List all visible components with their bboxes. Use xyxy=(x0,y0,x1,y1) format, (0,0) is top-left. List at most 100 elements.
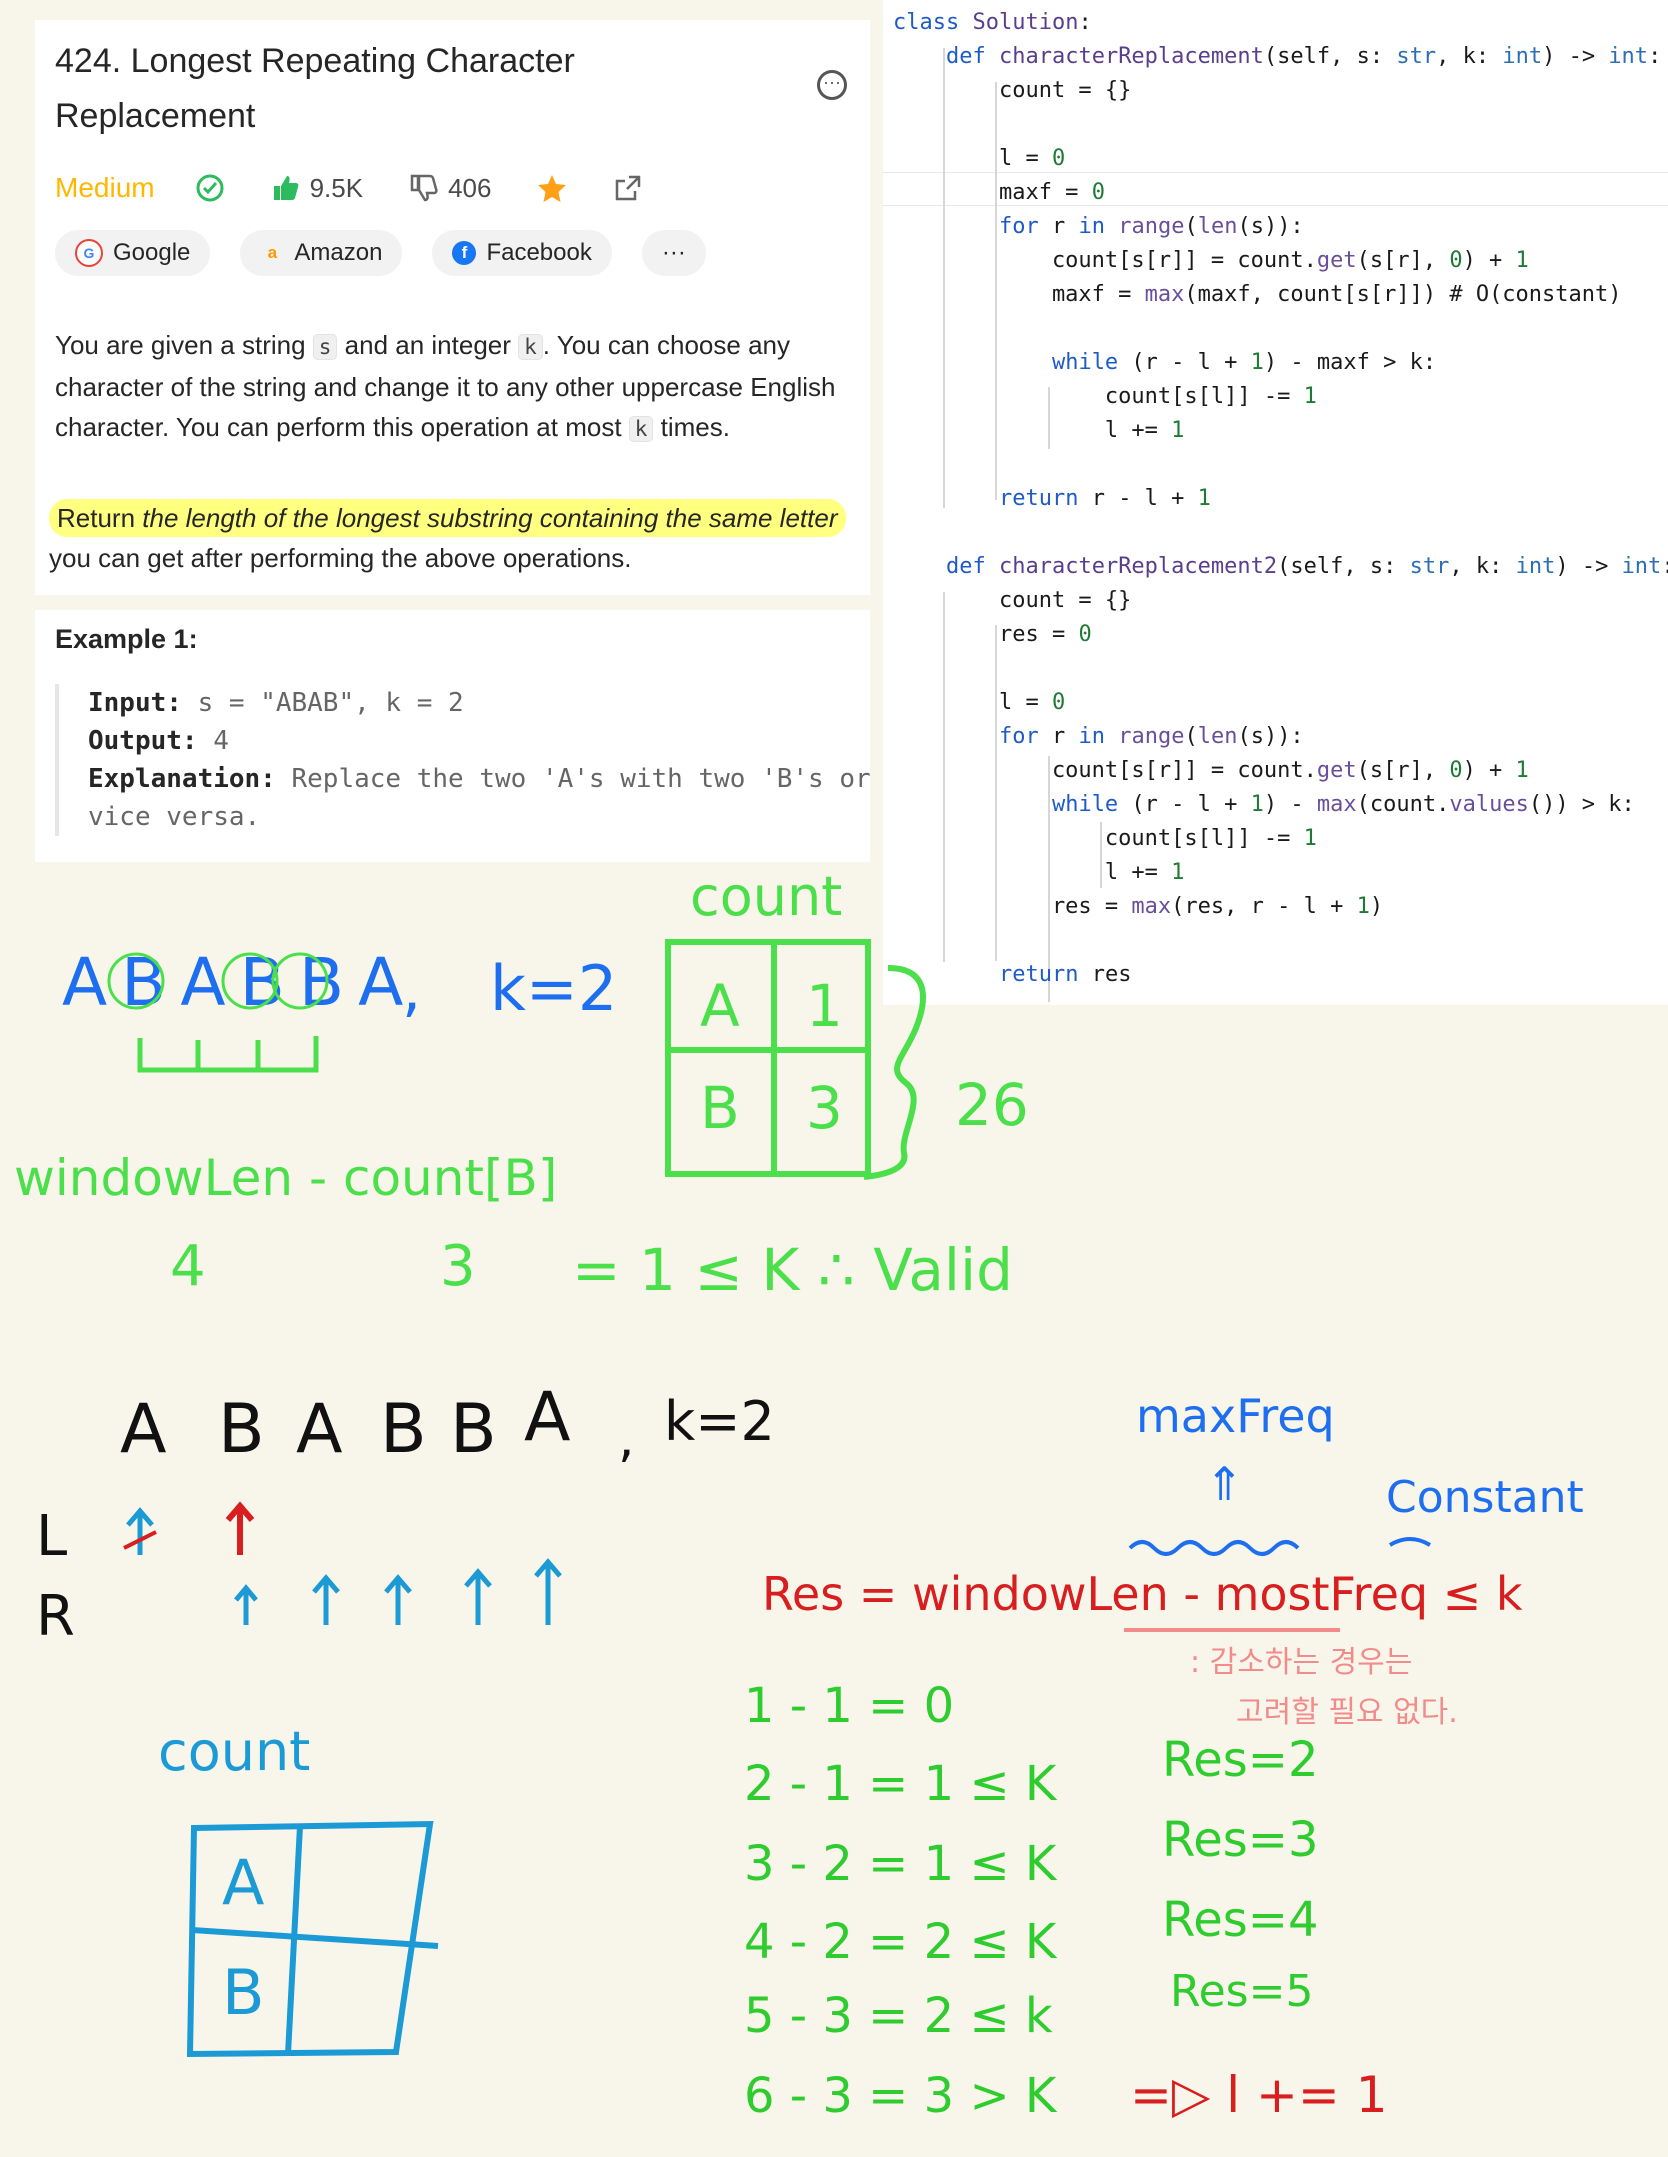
problem-card: 424. Longest Repeating Character Replace… xyxy=(35,20,870,595)
code-line: count[s[l]] -= 1 xyxy=(893,826,1317,851)
table1-val-b: 3 xyxy=(806,1074,843,1142)
res-formula: Res = windowLen - mostFreq ≤ k xyxy=(762,1567,1523,1621)
calc-row: 6 - 3 = 3 > K xyxy=(744,2068,1058,2124)
note-26: 26 xyxy=(955,1071,1029,1139)
code-line: for r in range(len(s)): xyxy=(998,724,1304,749)
window-bracket xyxy=(137,1036,319,1073)
code-line: return res xyxy=(998,962,1132,987)
up-arrow-icon: ⇑ xyxy=(1205,1457,1244,1511)
left-arrow-old xyxy=(126,1507,154,1555)
calc-row: 5 - 3 = 2 ≤ k xyxy=(744,1988,1053,2044)
highlight-circle xyxy=(221,952,279,1010)
code-line: count = {} xyxy=(893,78,1132,103)
return-statement: Return the length of the longest substri… xyxy=(49,498,849,578)
str2-char: A xyxy=(524,1378,571,1457)
table2-key-b: B xyxy=(222,1956,265,2029)
share-icon[interactable] xyxy=(613,173,643,203)
str2-char: B xyxy=(450,1390,497,1469)
indent-guide xyxy=(943,48,945,508)
right-arrow xyxy=(534,1558,562,1625)
google-logo-icon: G xyxy=(75,239,103,267)
code-line: l += 1 xyxy=(893,418,1185,443)
problem-description: You are given a string s and an integer … xyxy=(55,330,836,442)
table2-key-a: A xyxy=(222,1846,264,1919)
res-value: Res=4 xyxy=(1162,1892,1319,1948)
code-line: l = 0 xyxy=(893,690,1066,715)
solved-check-icon xyxy=(195,173,225,203)
string-ababba: ABABBA xyxy=(62,944,417,1021)
code-line: count[s[r]] = count.get(s[r], 0) + 1 xyxy=(893,248,1529,273)
problem-meta: Medium 9.5K 406 xyxy=(55,168,688,208)
difficulty-badge: Medium xyxy=(55,172,155,203)
code-line: count[s[r]] = count.get(s[r], 0) + 1 xyxy=(893,758,1529,783)
like-button[interactable]: 9.5K xyxy=(270,172,364,204)
res-value: Res=5 xyxy=(1170,1966,1313,2017)
indent-guide xyxy=(943,592,945,962)
right-arrow xyxy=(312,1574,340,1625)
str2-char: A xyxy=(120,1390,167,1469)
code-line: class Solution: xyxy=(893,10,1092,35)
code-line: def characterReplacement2(self, s: str, … xyxy=(945,554,1668,579)
indent-guide xyxy=(1048,756,1050,1002)
wavy-underline xyxy=(1128,1540,1300,1556)
indent-guide xyxy=(995,82,997,500)
l-increment-note: =▷ l += 1 xyxy=(1130,2066,1388,2124)
highlight-circle xyxy=(271,952,329,1010)
value-4: 4 xyxy=(170,1234,206,1299)
table1-key-a: A xyxy=(700,972,740,1040)
code-line: maxf = 0 xyxy=(893,180,1105,205)
example-card: Example 1: Input: s = "ABAB", k = 2 Outp… xyxy=(35,610,871,862)
tag-facebook[interactable]: f Facebook xyxy=(432,230,612,276)
highlight-circle xyxy=(107,952,165,1010)
right-pointer-label: R xyxy=(36,1584,75,1649)
code-line: l = 0 xyxy=(893,146,1066,171)
calc-row: 1 - 1 = 0 xyxy=(744,1678,954,1734)
tag-amazon[interactable]: a Amazon xyxy=(240,230,403,276)
calc-row: 2 - 1 = 1 ≤ K xyxy=(744,1756,1058,1812)
tag-google[interactable]: G Google xyxy=(55,230,211,276)
curly-brace xyxy=(863,965,926,1180)
favorite-star-icon[interactable] xyxy=(536,172,568,204)
str2-char: A xyxy=(296,1390,343,1469)
calc-row: 3 - 2 = 1 ≤ K xyxy=(744,1836,1058,1892)
code-line: while (r - l + 1) - max(count.values()) … xyxy=(1051,792,1635,817)
problem-title: 424. Longest Repeating Character Replace… xyxy=(55,42,575,135)
company-tags: G Google a Amazon f Facebook ··· xyxy=(55,230,706,276)
more-options-icon[interactable]: ··· xyxy=(817,70,847,100)
current-line-highlight xyxy=(883,172,1668,206)
code-line: return r - l + 1 xyxy=(998,486,1211,511)
right-arrow xyxy=(384,1574,412,1625)
res-value: Res=3 xyxy=(1162,1812,1319,1868)
right-arrow xyxy=(464,1568,492,1625)
left-arrow xyxy=(225,1501,255,1555)
dislike-button[interactable]: 406 xyxy=(408,173,491,204)
korean-note-1: : 감소하는 경우는 xyxy=(1190,1645,1412,1680)
valid-statement: = 1 ≤ K ∴ Valid xyxy=(572,1236,1013,1304)
constant-label: Constant xyxy=(1386,1472,1584,1523)
count-label-2: count xyxy=(158,1720,310,1783)
comma-2: , xyxy=(618,1409,635,1469)
table1-val-a: 1 xyxy=(806,972,843,1040)
code-line: for r in range(len(s)): xyxy=(998,214,1304,239)
code-editor[interactable]: class Solution: def characterReplacement… xyxy=(883,0,1668,1005)
more-tags-button[interactable]: ··· xyxy=(641,230,706,276)
count-table-2 xyxy=(186,1820,434,2058)
example-title: Example 1: xyxy=(55,624,198,654)
table1-key-b: B xyxy=(700,1074,740,1142)
thumbs-down-icon xyxy=(410,174,438,202)
amazon-logo-icon: a xyxy=(267,243,278,262)
formula-window-count: windowLen - count[B] xyxy=(14,1149,557,1207)
like-count: 9.5K xyxy=(309,172,364,203)
comma-1: , xyxy=(402,955,421,1025)
wavy-underline xyxy=(1388,1537,1432,1547)
res-value: Res=2 xyxy=(1162,1732,1319,1788)
str2-char: B xyxy=(218,1390,265,1469)
code-line: count[s[l]] -= 1 xyxy=(893,384,1317,409)
strike-mark xyxy=(123,1530,157,1550)
indent-guide xyxy=(1100,822,1102,888)
code-text[interactable]: class Solution: def characterReplacement… xyxy=(893,6,1668,992)
indent-guide xyxy=(995,625,997,961)
count-label: count xyxy=(690,865,842,928)
indent-guide xyxy=(1048,387,1050,449)
